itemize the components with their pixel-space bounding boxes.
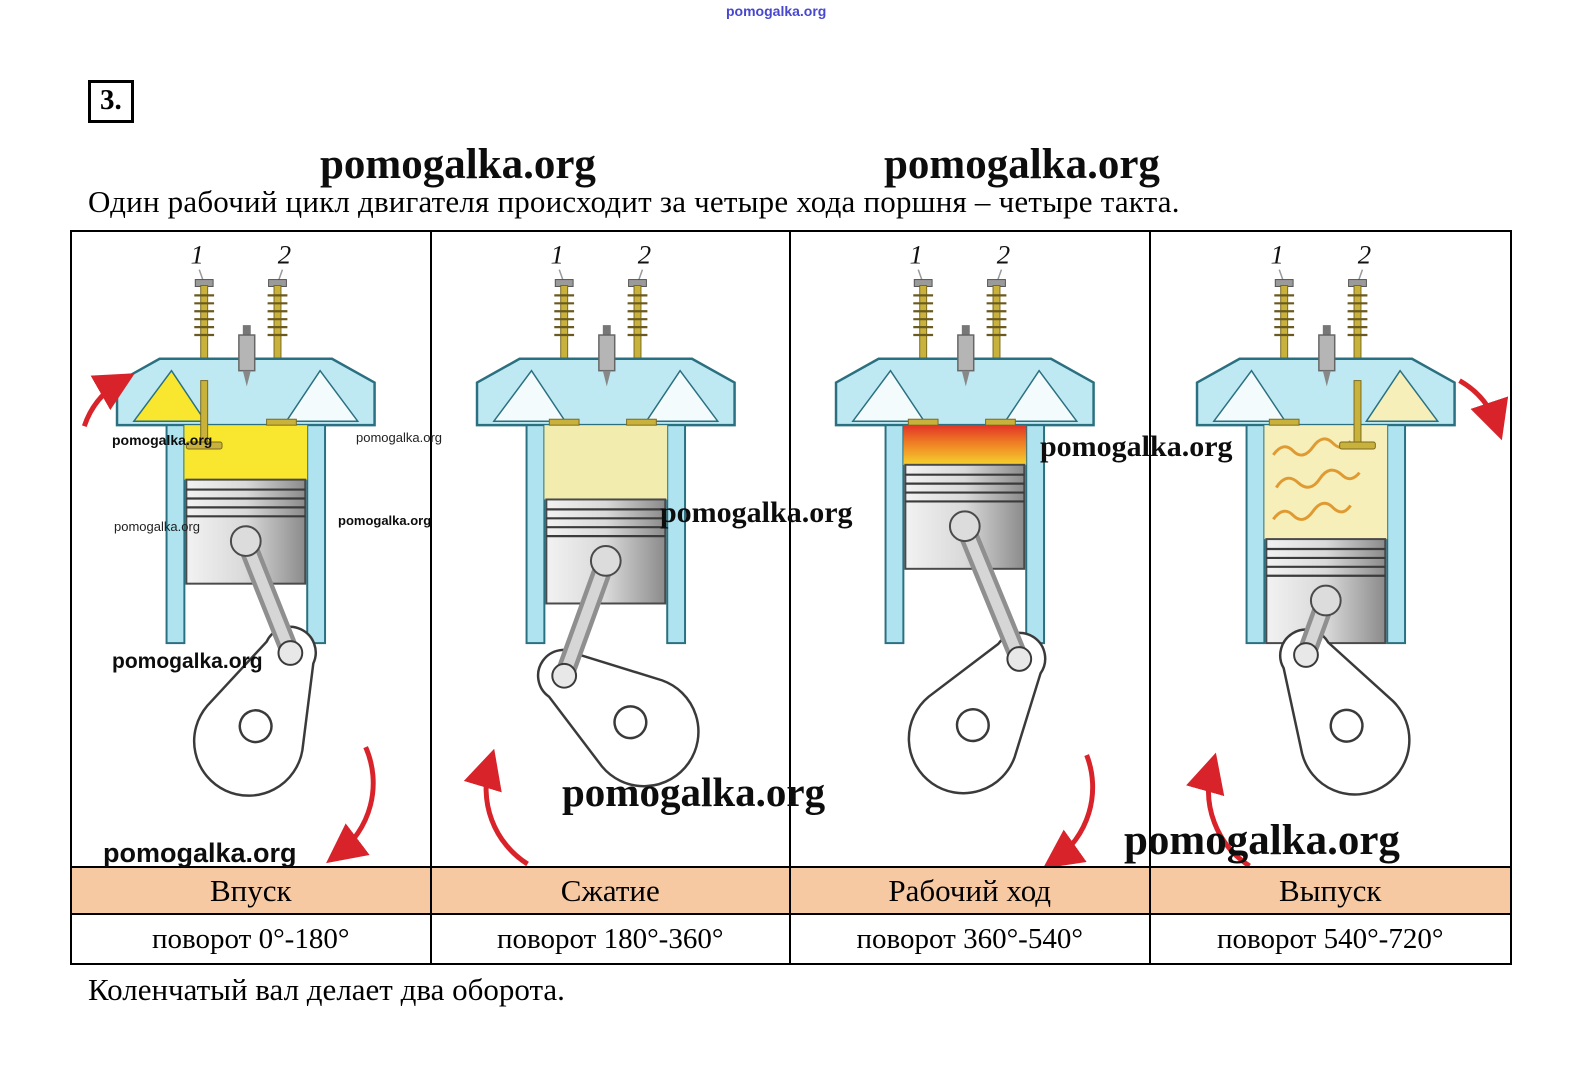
- crank-pin: [1292, 642, 1319, 668]
- diagram-compression: 1 2: [431, 232, 791, 866]
- cylinder-wall-left: [165, 424, 186, 645]
- crankshaft: [907, 631, 1047, 795]
- cylinder-wall-left: [884, 424, 905, 645]
- valve-label-2: 2: [637, 240, 650, 270]
- spark-plug: [1317, 325, 1335, 387]
- diagram-power: 1 2: [791, 232, 1151, 866]
- engine-diagram-exhaust: 1 2: [1185, 240, 1508, 866]
- piston-pin: [229, 525, 262, 557]
- crank-pin: [550, 662, 577, 689]
- cylinder-head: [1195, 357, 1456, 427]
- valve-label-2: 2: [1357, 240, 1370, 270]
- crankshaft: [192, 625, 317, 797]
- footer-text: Коленчатый вал делает два оборота.: [88, 972, 565, 1007]
- rotation-arrow: [463, 748, 529, 866]
- compressed-mixture: [543, 425, 667, 500]
- crank-pin: [277, 640, 304, 666]
- valve-label-1: 1: [910, 240, 923, 270]
- exhaust-valve-open: [1268, 380, 1376, 450]
- cylinder-wall-left: [525, 424, 545, 645]
- rotation-range-power: поворот 360°-540°: [791, 913, 1151, 963]
- valve-label-1: 1: [191, 240, 204, 270]
- watermark-large-right: pomogalka.org: [884, 141, 1160, 188]
- item-number: 3.: [88, 80, 134, 123]
- rotation-range-intake: поворот 0°-180°: [72, 913, 432, 963]
- diagram-intake: 1 2: [72, 232, 432, 866]
- valve-label-2: 2: [997, 240, 1010, 270]
- valve-label-2: 2: [278, 240, 291, 270]
- rotation-arrow: [1185, 752, 1251, 866]
- connecting-rod: [553, 550, 616, 686]
- cylinder-head: [834, 357, 1095, 427]
- piston-pin: [1309, 584, 1342, 617]
- rotation-range-compression: поворот 180°-360°: [431, 913, 791, 963]
- exhaust-gases: [1263, 425, 1387, 540]
- combustion-gases: [903, 425, 1027, 465]
- cylinder-wall-right: [1025, 424, 1046, 645]
- valve-assemblies: [1273, 279, 1367, 425]
- rotation-range-exhaust: поворот 540°-720°: [1150, 913, 1510, 963]
- stroke-title-intake: Впуск: [72, 866, 432, 913]
- valve-label-1: 1: [550, 240, 563, 270]
- crank-pin: [1006, 646, 1033, 672]
- exhaust-flow-arrow: [1457, 378, 1508, 441]
- intake-flow-arrow: [81, 373, 135, 427]
- valve-label-1: 1: [1270, 240, 1283, 270]
- valve-assemblies: [553, 279, 647, 425]
- cylinder-wall-left: [1245, 424, 1265, 645]
- cylinder-wall-right: [665, 424, 686, 645]
- engine-diagram-intake: 1 2: [81, 240, 376, 864]
- intake-valve-open: [185, 380, 297, 450]
- spark-plug: [597, 325, 615, 387]
- diagram-exhaust: 1 2: [1150, 232, 1510, 866]
- spark-plug: [957, 325, 975, 387]
- engine-diagram-power: 1 2: [834, 240, 1096, 866]
- cylinder-wall-right: [306, 424, 327, 645]
- valves-closed: [548, 418, 657, 426]
- piston-pin: [948, 510, 981, 543]
- intro-text: Один рабочий цикл двигателя происходит з…: [88, 184, 1180, 219]
- piston-pin: [589, 545, 622, 577]
- connecting-rod: [954, 516, 1030, 669]
- stroke-title-exhaust: Выпуск: [1150, 866, 1510, 913]
- spark-plug: [238, 325, 256, 387]
- connecting-rod: [235, 531, 301, 663]
- cylinder-wall-right: [1385, 424, 1406, 645]
- stroke-title-compression: Сжатие: [431, 866, 791, 913]
- rotation-arrow: [326, 746, 376, 864]
- watermark-large-left: pomogalka.org: [320, 141, 596, 188]
- crankshaft: [1278, 628, 1411, 796]
- watermark-top: pomogalka.org: [726, 3, 827, 19]
- engine-diagram-compression: 1 2: [463, 240, 736, 866]
- stroke-title-power: Рабочий ход: [791, 866, 1151, 913]
- rotation-arrow: [1042, 754, 1096, 866]
- crankshaft: [536, 648, 700, 788]
- four-stroke-table: 1 2: [70, 230, 1512, 965]
- valves-closed: [907, 418, 1016, 426]
- cylinder-head: [475, 357, 736, 427]
